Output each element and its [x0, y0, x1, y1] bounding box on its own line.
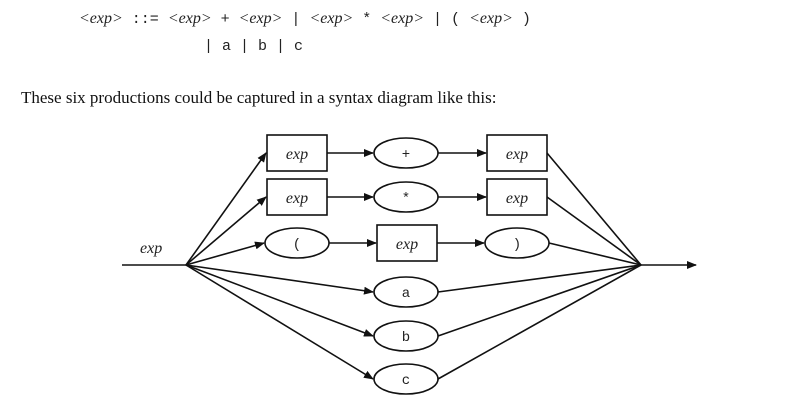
terminal-label: c: [402, 373, 410, 389]
fan-in-line-row6: [437, 264, 642, 380]
nonterminal-label: exp: [396, 236, 418, 253]
nonterminal-box: [486, 178, 548, 216]
terminal-label: a: [402, 286, 410, 302]
nonterminal-box: [486, 134, 548, 172]
row-multiplication: exp * exp: [266, 178, 548, 216]
terminal-label: +: [402, 147, 410, 163]
nonterminal: <exp>: [167, 10, 212, 27]
row-terminal-a: a: [373, 276, 439, 308]
nonterminal-label: exp: [506, 190, 528, 207]
bnf-production-line-1: <exp> ::= <exp> + <exp> | <exp> * <exp> …: [79, 10, 531, 28]
fan-out-arrow-row5: [185, 264, 374, 337]
nonterminal-label: exp: [286, 190, 308, 207]
nonterminal-box: [266, 178, 328, 216]
fan-out-arrows: [185, 152, 374, 380]
fan-in-line-row3: [548, 242, 642, 266]
fan-out-arrow-row1: [185, 152, 267, 266]
fan-out-arrow-row6: [185, 264, 374, 380]
bnf-operator: |: [282, 11, 310, 28]
row-parentheses: ( exp ): [264, 224, 550, 262]
row-terminal-c: c: [373, 363, 439, 395]
fan-in-line-row5: [437, 264, 642, 337]
nonterminal-label: exp: [286, 146, 308, 163]
nonterminal-box: [266, 134, 328, 172]
bnf-operator: *: [353, 11, 381, 28]
caption-text: These six productions could be captured …: [21, 88, 497, 107]
fan-in-line-row1: [546, 152, 642, 266]
terminal-label: ): [513, 237, 521, 253]
nonterminal: <exp>: [469, 10, 513, 27]
row-terminal-b: b: [373, 320, 439, 352]
fan-out-arrow-row4: [185, 264, 374, 295]
bnf-operator: +: [211, 11, 239, 28]
fan-in-line-row4: [437, 264, 642, 293]
nonterminal-label: exp: [506, 146, 528, 163]
row-addition: exp + exp: [266, 134, 548, 172]
nonterminal: <exp>: [238, 10, 283, 27]
bnf-operator: | (: [424, 11, 470, 28]
terminal-label: b: [402, 330, 410, 346]
nonterminal: <exp>: [309, 10, 354, 27]
entry-label: exp: [140, 240, 162, 257]
bnf-operator: ::=: [122, 11, 168, 28]
bnf-operator: ): [512, 11, 531, 28]
fan-in-line-row2: [546, 196, 642, 266]
bnf-production-line-2: | a | b | c: [204, 38, 304, 55]
terminal-label: *: [402, 191, 410, 207]
nonterminal: <exp>: [79, 10, 123, 27]
fan-out-arrow-row3: [185, 241, 265, 266]
fan-in-lines: [437, 152, 642, 380]
fan-out-arrow-row2: [185, 196, 267, 266]
nonterminal-box: [376, 224, 438, 262]
terminal-label: (: [293, 237, 301, 253]
nonterminal: <exp>: [380, 10, 425, 27]
